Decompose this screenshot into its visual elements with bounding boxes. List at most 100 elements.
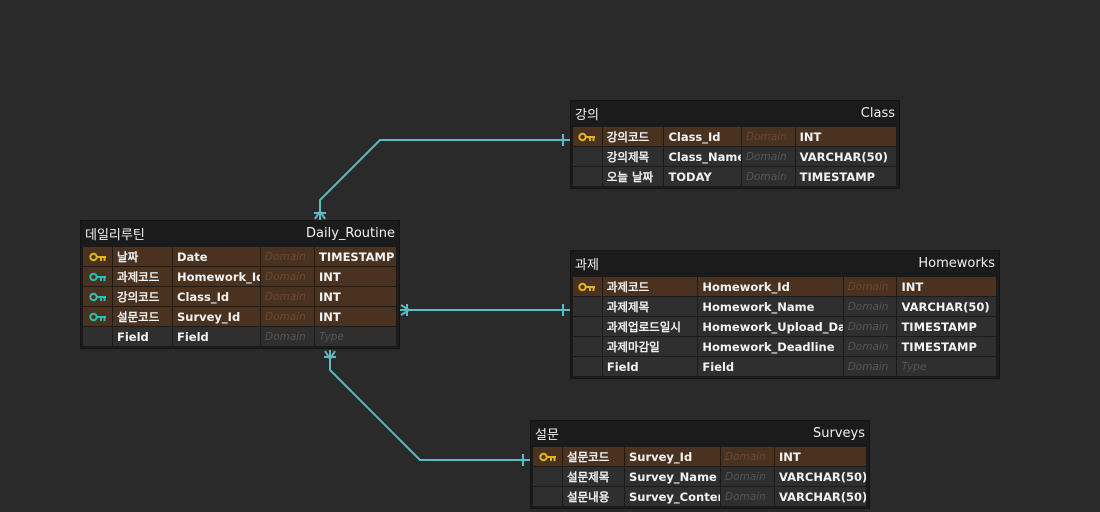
logical-name-cell[interactable]: Field	[113, 327, 173, 346]
logical-name-cell[interactable]: 과제마감일	[602, 337, 699, 356]
domain-cell[interactable]: Domain	[741, 167, 796, 186]
logical-name-cell[interactable]: 강의제목	[602, 147, 665, 166]
physical-name-cell[interactable]: Date	[173, 247, 261, 266]
data-type-cell[interactable]: Type	[897, 357, 997, 376]
physical-name-cell[interactable]: Survey_Id	[625, 447, 721, 466]
domain-cell[interactable]: Domain	[261, 247, 315, 266]
logical-name-cell[interactable]: 설문코드	[113, 307, 173, 326]
data-type-cell[interactable]: TIMESTAMP	[897, 317, 997, 336]
domain-cell[interactable]: Domain	[261, 267, 315, 286]
key-cell	[533, 467, 563, 486]
domain-cell[interactable]: Domain	[843, 337, 898, 356]
logical-name-cell[interactable]: Field	[602, 357, 699, 376]
domain-cell[interactable]: Domain	[741, 147, 796, 166]
entity-physical-name: Surveys	[813, 425, 865, 441]
domain-cell[interactable]: Domain	[261, 307, 315, 326]
data-type-cell[interactable]: Type	[315, 327, 397, 346]
logical-name-cell[interactable]: 강의코드	[113, 287, 173, 306]
key-cell	[83, 247, 113, 266]
physical-name-cell[interactable]: Homework_Id	[173, 267, 261, 286]
physical-name-cell[interactable]: Homework_Id	[698, 277, 844, 296]
domain-cell[interactable]: Domain	[741, 127, 796, 146]
logical-name-cell[interactable]: 날짜	[113, 247, 173, 266]
logical-name-cell[interactable]: 과제코드	[113, 267, 173, 286]
data-type-cell[interactable]: VARCHAR(50)	[897, 297, 997, 316]
domain-cell[interactable]: Domain	[721, 447, 775, 466]
data-type-cell[interactable]: VARCHAR(50)	[775, 467, 867, 486]
data-type-cell[interactable]: INT	[775, 447, 867, 466]
physical-name-cell[interactable]: Field	[698, 357, 844, 376]
data-type-cell[interactable]: INT	[897, 277, 997, 296]
key-icon	[578, 132, 596, 142]
relationship-class-daily-routine[interactable]	[314, 134, 570, 220]
data-type-cell[interactable]: INT	[315, 287, 397, 306]
domain-cell[interactable]: Domain	[261, 287, 315, 306]
data-type-cell[interactable]: VARCHAR(50)	[795, 147, 897, 166]
physical-name-cell[interactable]: Survey_Name	[625, 467, 721, 486]
physical-name-cell[interactable]: Homework_Upload_Date	[698, 317, 844, 336]
logical-name-cell[interactable]: 강의코드	[602, 127, 665, 146]
data-type-cell[interactable]: INT	[795, 127, 897, 146]
physical-name-cell[interactable]: Homework_Deadline	[698, 337, 844, 356]
physical-name-cell[interactable]: Survey_Content	[625, 487, 721, 506]
physical-name-cell[interactable]: Survey_Id	[173, 307, 261, 326]
physical-name-cell[interactable]: Class_Id	[664, 127, 742, 146]
domain-cell[interactable]: Domain	[721, 487, 775, 506]
entity-logical-name: 강의	[575, 107, 599, 123]
data-type-cell[interactable]: VARCHAR(50)	[775, 487, 867, 506]
logical-name-cell[interactable]: 과제업로드일시	[602, 317, 699, 336]
physical-name-cell[interactable]: Class_Name	[664, 147, 742, 166]
data-type-cell[interactable]: TIMESTAMP	[897, 337, 997, 356]
key-icon	[538, 452, 557, 462]
physical-name-cell[interactable]: Class_Id	[173, 287, 261, 306]
data-type-cell[interactable]: INT	[315, 267, 397, 286]
domain-cell[interactable]: Domain	[843, 317, 898, 336]
relationship-surveys-daily-routine[interactable]	[324, 350, 530, 466]
physical-name-cell[interactable]: TODAY	[664, 167, 742, 186]
data-type-cell[interactable]: TIMESTAMP	[315, 247, 397, 266]
physical-name-cell[interactable]: Homework_Name	[698, 297, 844, 316]
domain-cell[interactable]: Domain	[721, 467, 775, 486]
data-type-cell[interactable]: TIMESTAMP	[795, 167, 897, 186]
logical-name-cell[interactable]: 오늘 날짜	[602, 167, 665, 186]
relationship-homeworks-daily-routine[interactable]	[400, 304, 570, 316]
logical-name-cell[interactable]: 과제제목	[602, 297, 699, 316]
logical-name-cell[interactable]: 과제코드	[602, 277, 699, 296]
key-cell	[573, 337, 603, 356]
domain-cell[interactable]: Domain	[843, 297, 898, 316]
logical-name-cell[interactable]: 설문내용	[563, 487, 625, 506]
domain-cell[interactable]: Domain	[843, 277, 898, 296]
domain-cell[interactable]: Domain	[261, 327, 315, 346]
data-type-cell[interactable]: INT	[315, 307, 397, 326]
key-cell	[83, 327, 113, 346]
domain-cell[interactable]: Domain	[843, 357, 898, 376]
physical-name-cell[interactable]: Field	[173, 327, 261, 346]
logical-name-cell[interactable]: 설문코드	[563, 447, 625, 466]
logical-name-cell[interactable]: 설문제목	[563, 467, 625, 486]
